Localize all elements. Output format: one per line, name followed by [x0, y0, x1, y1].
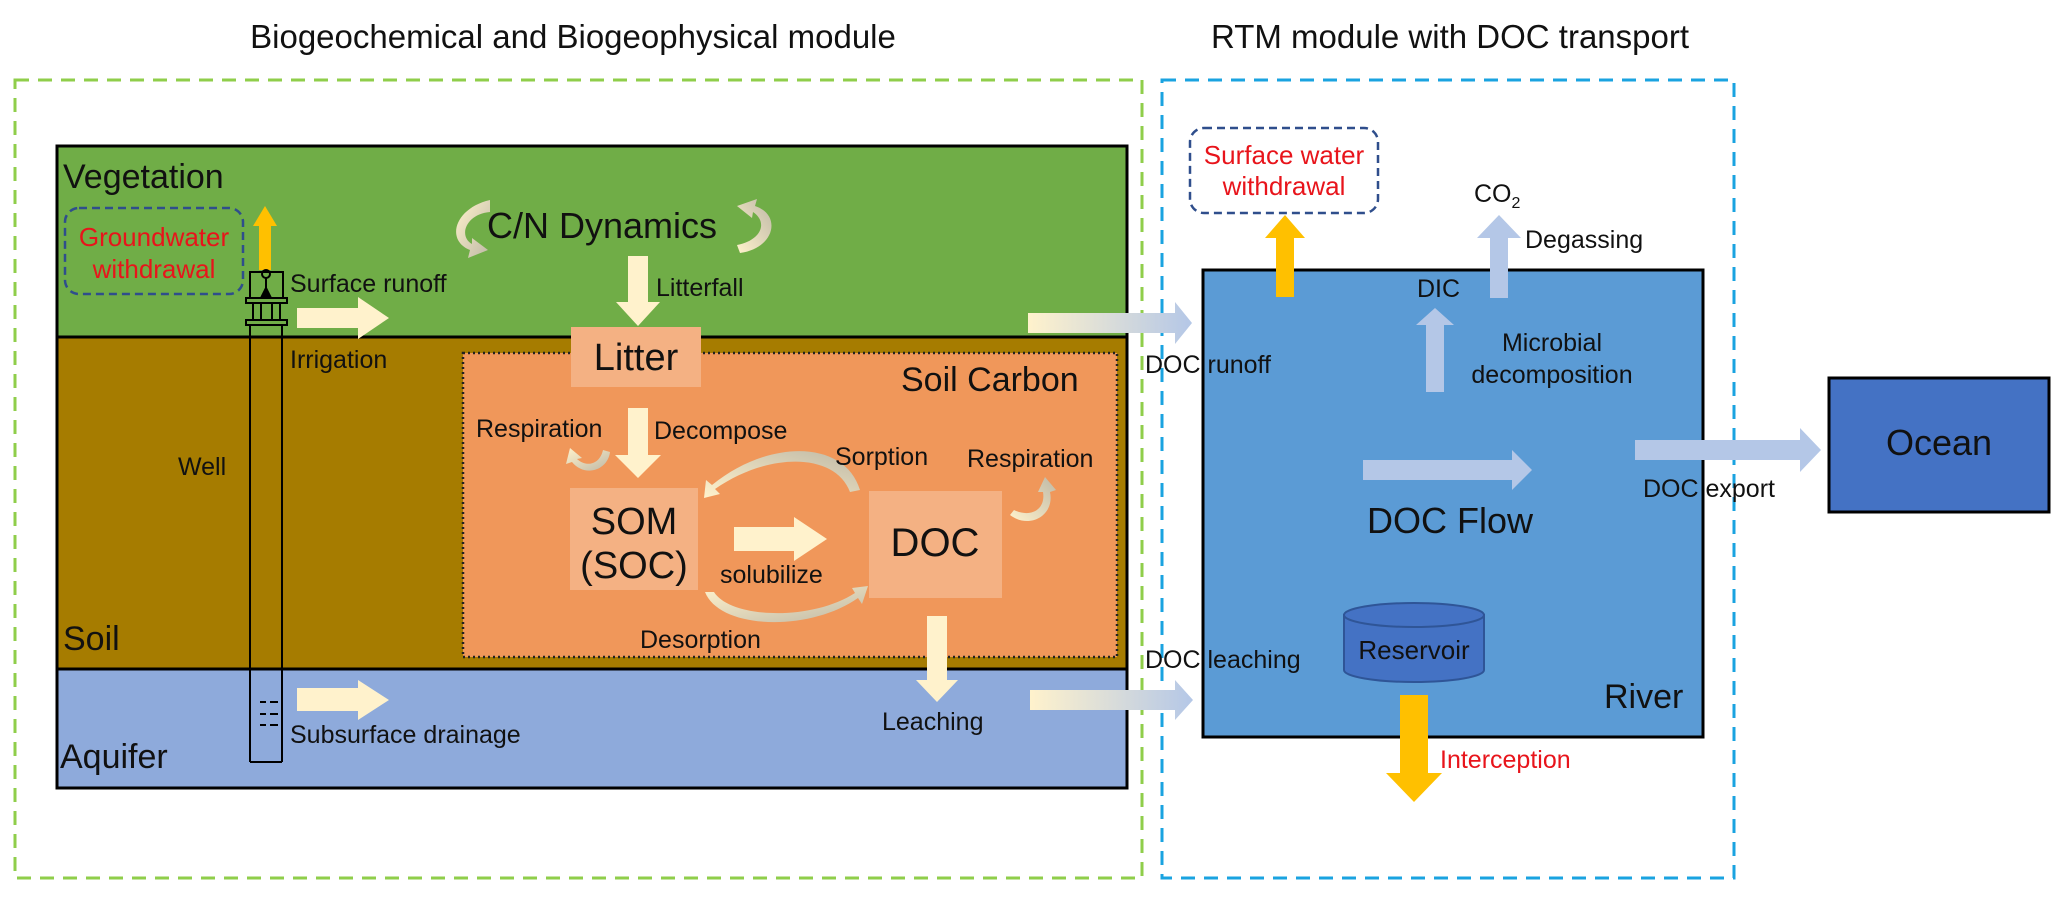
microbial-line1: Microbial: [1501, 329, 1603, 357]
well-label: Well: [178, 453, 227, 481]
doc-box: [869, 491, 1002, 598]
surface-water-withdrawal-text: Surface water withdrawal: [1204, 140, 1364, 202]
cn-dynamics-label: C/N Dynamics: [487, 205, 718, 246]
interception-arrow: [1386, 695, 1442, 802]
cn-cycle-left-arrow: [456, 200, 490, 258]
decompose-arrow: [615, 408, 661, 478]
surface-water-line2: withdrawal: [1222, 171, 1346, 201]
microbial-decomposition-label: Microbial decomposition: [1471, 327, 1632, 391]
som-line2: (SOC): [580, 545, 688, 587]
interception-label: Interception: [1440, 746, 1571, 774]
groundwater-line2: withdrawal: [92, 254, 216, 284]
solubilize-arrow: [734, 517, 827, 561]
desorption-label: Desorption: [640, 626, 761, 654]
litter-box: [571, 327, 701, 387]
doc-export-arrow: [1635, 428, 1821, 472]
groundwater-withdrawal-callout: [63, 206, 245, 296]
biogeochemical-module-frame: [13, 78, 1144, 880]
rtm-module-frame: [1160, 78, 1736, 880]
surface-water-line1: Surface water: [1203, 140, 1365, 170]
litterfall-label: Litterfall: [656, 274, 744, 302]
well-icon: [245, 269, 288, 763]
doc-text: DOC: [890, 521, 980, 565]
sorption-arc-arrow: [704, 451, 860, 498]
groundwater-line1: Groundwater: [78, 222, 230, 252]
vegetation-layer: [57, 146, 1127, 337]
doc-flow-label: DOC Flow: [1366, 500, 1534, 541]
co2-label: CO2: [1474, 182, 1520, 212]
degassing-arrow: [1477, 215, 1521, 298]
left-module-title: Biogeochemical and Biogeophysical module: [250, 18, 896, 55]
groundwater-up-arrow: [253, 206, 277, 270]
solubilize-label: solubilize: [720, 561, 823, 589]
som-line1: SOM: [590, 501, 678, 543]
surface-water-withdrawal-callout: [1188, 126, 1380, 215]
co2-text: CO: [1474, 180, 1512, 208]
respiration-right-curve-arrow: [1010, 477, 1056, 522]
decompose-label: Decompose: [654, 417, 788, 445]
sorption-label: Sorption: [835, 443, 929, 471]
ocean-box: [1827, 376, 2051, 514]
irrigation-label: Irrigation: [290, 346, 388, 374]
litterfall-arrow: [616, 256, 660, 326]
soil-carbon-label: Soil Carbon: [901, 361, 1079, 399]
ocean-label: Ocean: [1885, 422, 1993, 463]
river-label: River: [1604, 678, 1684, 716]
reservoir-label: Reservoir: [1358, 635, 1470, 665]
respiration-left-curve-arrow: [566, 448, 610, 471]
respiration-left-label: Respiration: [476, 415, 603, 443]
soil-label: Soil: [63, 620, 120, 658]
leaching-label: Leaching: [882, 708, 984, 736]
surface-runoff-arrow: [297, 297, 389, 339]
reservoir-cylinder: [1343, 602, 1485, 683]
som-text: SOM (SOC): [580, 500, 688, 588]
doc-runoff-arrow: [1028, 302, 1192, 344]
doc-leaching-arrow: [1030, 680, 1193, 720]
subsurface-drainage-arrow: [297, 680, 389, 720]
desorption-arc-arrow: [705, 586, 868, 623]
subsurface-drainage-label: Subsurface drainage: [290, 721, 521, 749]
doc-flow-arrow: [1363, 450, 1532, 490]
right-module-title: RTM module with DOC transport: [1210, 18, 1690, 55]
doc-runoff-label: DOC runoff: [1145, 351, 1271, 379]
co2-subscript: 2: [1511, 195, 1521, 212]
dic-label: DIC: [1417, 275, 1461, 303]
degassing-label: Degassing: [1525, 226, 1644, 254]
land-column-outline: [55, 144, 1129, 790]
surface-water-up-arrow: [1265, 215, 1305, 297]
vegetation-label: Vegetation: [63, 158, 224, 196]
doc-leaching-label: DOC leaching: [1145, 646, 1301, 674]
leaching-arrow: [916, 616, 958, 702]
microbial-decomposition-arrow: [1416, 308, 1454, 392]
doc-export-label: DOC export: [1643, 475, 1775, 503]
aquifer-label: Aquifer: [60, 738, 168, 776]
microbial-line2: decomposition: [1471, 361, 1633, 389]
surface-runoff-label: Surface runoff: [290, 270, 447, 298]
litter-text: Litter: [593, 337, 679, 379]
groundwater-withdrawal-text: Groundwater withdrawal: [79, 221, 229, 285]
cn-cycle-right-arrow: [737, 199, 772, 253]
som-box: [570, 488, 698, 590]
respiration-right-label: Respiration: [967, 445, 1094, 473]
